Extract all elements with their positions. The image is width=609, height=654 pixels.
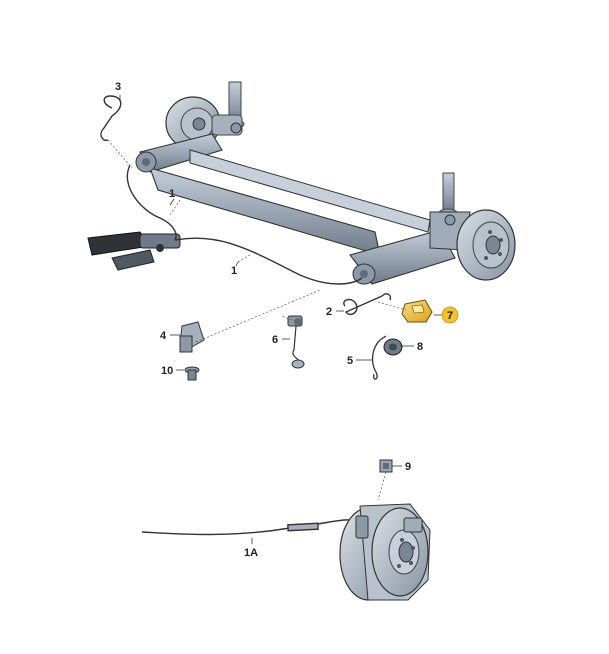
callout-7-badge: 7 — [441, 306, 459, 324]
callout-2: 2 — [326, 306, 332, 318]
right-shock-absorber — [438, 172, 458, 218]
rear-axle-beam — [135, 133, 471, 285]
callout-7: 7 — [447, 310, 453, 322]
lower-brake-drum — [339, 503, 431, 601]
leader-lines — [107, 139, 407, 343]
bracket-part-2 — [343, 293, 392, 316]
left-brake-drum — [165, 96, 243, 150]
callout-3: 3 — [115, 81, 121, 93]
clip-part-9 — [377, 459, 393, 501]
brake-cable — [126, 164, 363, 285]
callout-leaders — [119, 95, 442, 544]
clip-part-7 — [401, 299, 433, 323]
callout-6: 6 — [272, 334, 278, 346]
bolt-part-10 — [184, 366, 200, 381]
callout-5: 5 — [347, 355, 353, 367]
callout-1A: 1A — [244, 547, 258, 559]
callout-8: 8 — [417, 341, 423, 353]
callout-10: 10 — [161, 365, 173, 377]
spring-clip-part-3 — [100, 95, 122, 141]
callout-4: 4 — [160, 330, 167, 342]
callout-9: 9 — [405, 461, 411, 473]
handbrake-lever — [87, 231, 181, 271]
sensor-part-6 — [287, 315, 305, 369]
plug-part-8 — [383, 338, 403, 356]
cable-part-1A — [141, 519, 363, 536]
holder-part-4 — [179, 321, 205, 353]
spring-part-5 — [371, 335, 387, 380]
right-brake-drum — [456, 209, 516, 281]
callout-1-upper: 1 — [169, 188, 175, 200]
callout-1-lower: 1 — [231, 265, 237, 277]
